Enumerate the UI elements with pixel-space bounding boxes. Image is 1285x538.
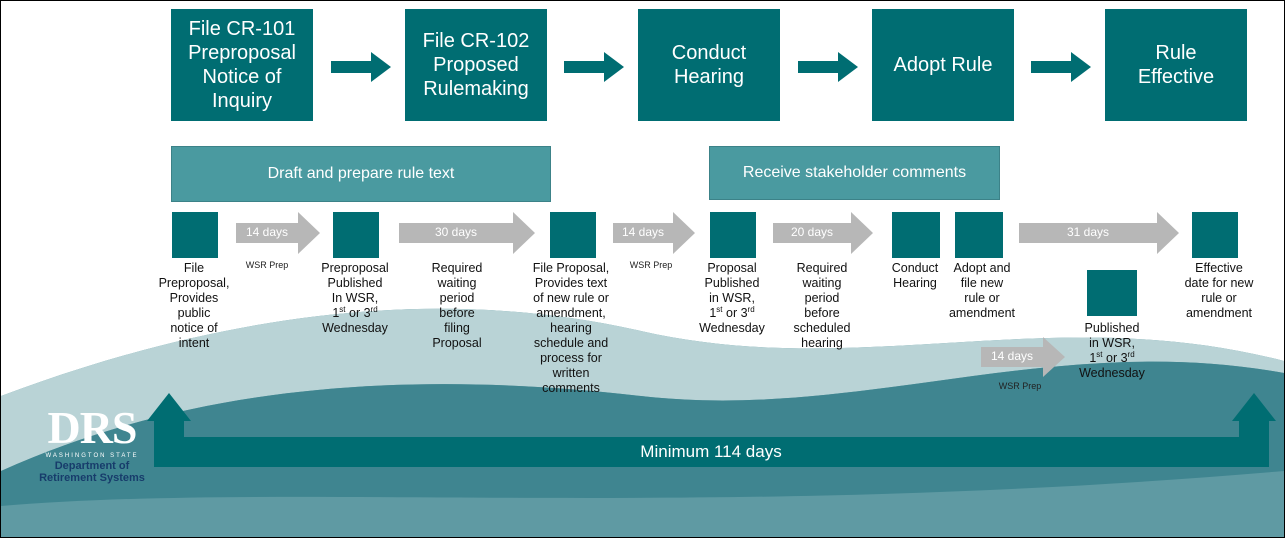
duration-label: 14 days [990,349,1034,363]
wsr-prep-label: WSR Prep [245,260,289,270]
desc-text: Preproposal Published In WSR, [321,261,389,305]
ordinal-text: or 3 [722,306,748,320]
duration-label: 14 days [245,225,289,239]
duration-label: 31 days [1066,225,1110,239]
logo-state: WASHINGTON STATE [45,453,139,459]
desc-required-waiting-1: Required waiting period before filing Pr… [431,261,483,350]
flow-arrow-icon [564,52,624,82]
ordinal-text: 1 [1089,351,1097,365]
duration-arrow-icon [1019,212,1179,254]
desc-conduct-hearing: Conduct Hearing [891,261,939,290]
step-label: File CR-101 Preproposal Notice of Inquir… [188,18,296,112]
step-label: Conduct Hearing [671,42,747,88]
ordinal-sup: rd [370,304,378,314]
flow-arrow-icon [1031,52,1091,82]
flow-arrow-icon [331,52,391,82]
step-label: Rule Effective [1137,42,1215,88]
timeline-square [709,211,757,259]
duration-arrow-icon [981,337,1065,377]
logo-dept: Department of [54,460,130,472]
logo-mark: DRS [47,402,137,453]
desc-text: Wednesday [322,321,388,335]
step-label: Adopt Rule [893,54,993,76]
duration-arrow-icon [236,212,320,254]
duration-arrow-icon [613,212,695,254]
duration-label: 30 days [434,225,478,239]
banner-draft-rule-text: Draft and prepare rule text [171,146,551,202]
ordinal-sup: rd [747,304,755,314]
desc-file-proposal: File Proposal, Provides text of new rule… [532,261,610,395]
banner-label: Draft and prepare rule text [267,165,455,182]
desc-adopt-file: Adopt and file new rule or amendment [948,261,1015,320]
duration-arrow-icon [773,212,873,254]
ordinal-sup: st [339,304,346,314]
timeline-square [891,211,941,259]
step-file-cr102: File CR-102 Proposed Rulemaking [405,9,547,121]
flow-arrow-icon [798,52,858,82]
ordinal-text: 1 [332,306,340,320]
ordinal-text: or 3 [1102,351,1128,365]
ordinal-sup: st [716,304,723,314]
timeline-square [954,211,1004,259]
step-file-cr101: File CR-101 Preproposal Notice of Inquir… [171,9,313,121]
banner-stakeholder-comments: Receive stakeholder comments [709,146,1000,200]
drs-logo: DRS WASHINGTON STATE Department of Retir… [27,402,157,485]
desc-text: Published in WSR, [1084,321,1140,350]
ordinal-sup: st [1096,349,1103,359]
timeline-square [332,211,380,259]
desc-text: Wednesday [699,321,765,335]
ordinal-text: 1 [709,306,717,320]
desc-effective-date: Effective date for new rule or amendment [1184,261,1254,320]
timeline-square [1191,211,1239,259]
desc-file-preproposal: File Preproposal, Provides public notice… [158,261,230,350]
wsr-prep-label: WSR Prep [998,381,1042,391]
minimum-days-label: Minimum 114 days [640,442,782,461]
ordinal-text: or 3 [345,306,371,320]
duration-label: 14 days [621,225,665,239]
timeline-square [549,211,597,259]
timeline-square [171,211,219,259]
step-conduct-hearing: Conduct Hearing [638,9,780,121]
wsr-prep-label: WSR Prep [629,260,673,270]
step-label: File CR-102 Proposed Rulemaking [422,30,530,100]
step-rule-effective: Rule Effective [1105,9,1247,121]
desc-required-waiting-2: Required waiting period before scheduled… [793,261,851,350]
timeline-square [1086,269,1138,317]
ordinal-sup: rd [1127,349,1135,359]
banner-label: Receive stakeholder comments [742,164,967,181]
desc-text: Proposal Published in WSR, [704,261,760,305]
duration-arrow-icon [399,212,535,254]
desc-text: Wednesday [1079,366,1145,380]
step-adopt-rule: Adopt Rule [872,9,1014,121]
duration-label: 20 days [790,225,834,239]
logo-dept2: Retirement Systems [39,472,145,484]
